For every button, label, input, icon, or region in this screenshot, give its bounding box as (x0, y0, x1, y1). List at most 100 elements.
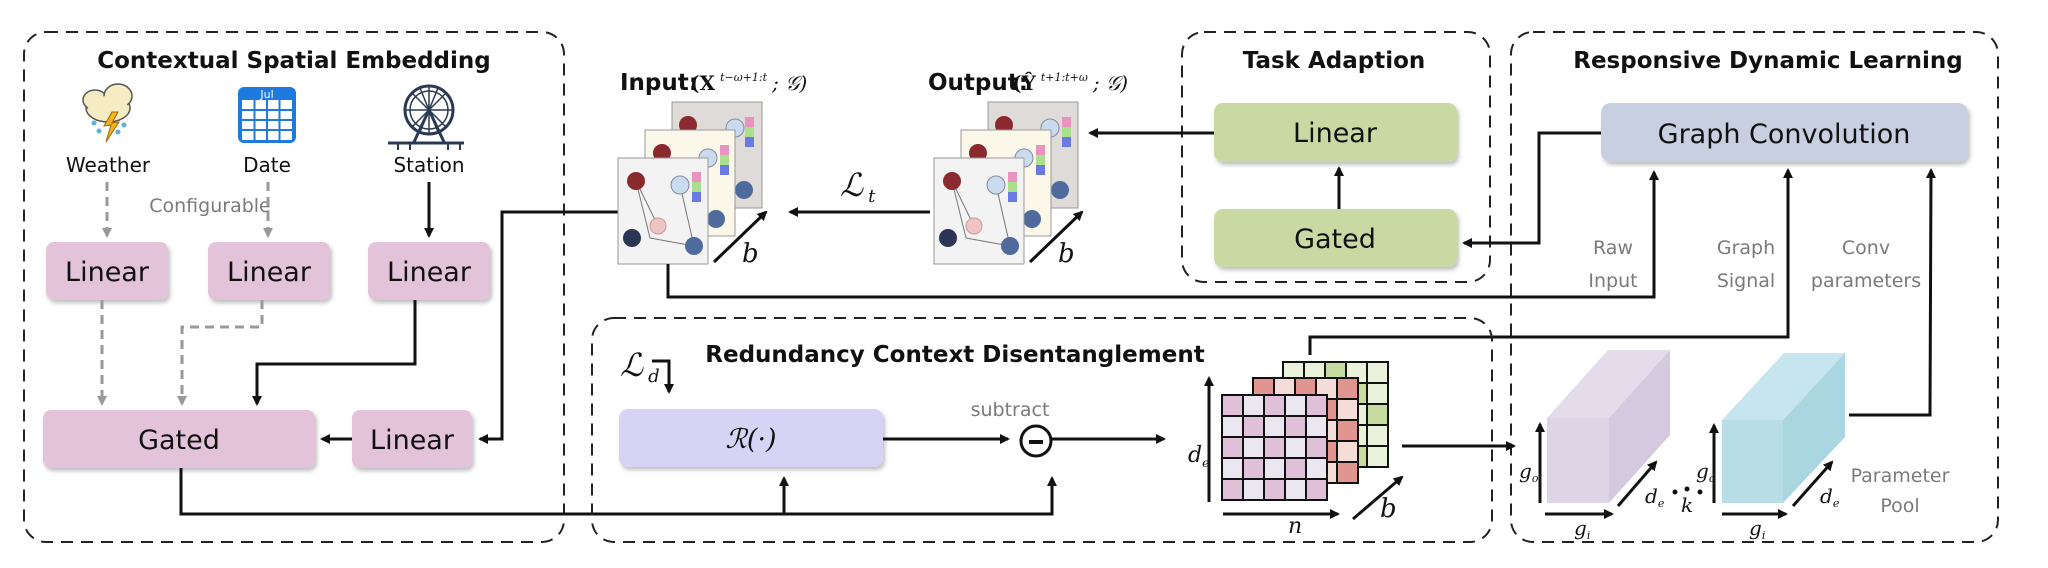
svg-text:Linear: Linear (1293, 118, 1378, 149)
gi-label-k: gi (1749, 516, 1765, 542)
matrix-cell (1366, 403, 1389, 426)
matrix-cell (1305, 394, 1328, 417)
date-label: Date (243, 153, 291, 177)
go-label-1: go (1519, 459, 1539, 485)
matrix-cell (1284, 457, 1307, 480)
raw-input-label-2: Input (1588, 270, 1637, 292)
de-label-k: de (1820, 484, 1840, 510)
matrix-cell (1336, 377, 1359, 400)
rdl-title: Responsive Dynamic Learning (1573, 48, 1963, 74)
matrix-cell (1305, 436, 1328, 459)
svg-text:Graph Convolution: Graph Convolution (1658, 119, 1911, 150)
parameter-cube-1 (1547, 350, 1670, 503)
de-label: de (1188, 443, 1209, 470)
svg-text:Linear: Linear (387, 257, 472, 288)
de-axis-arrow-k (1791, 460, 1834, 507)
cse-linear-weather-box: Linear (46, 242, 168, 300)
calendar-icon: Jul (238, 87, 296, 143)
task-adaption-module: Task Adaption Linear Gated (1181, 31, 1491, 283)
conv-parameters-arrow (1849, 168, 1936, 417)
matrix-cell (1284, 436, 1307, 459)
cse-gated-box: Gated (43, 410, 315, 468)
matrix-cell (1221, 478, 1244, 501)
weather-storm-icon (82, 83, 133, 143)
station-linear-to-gated-arrow (252, 300, 417, 406)
contextual-spatial-embedding-module: Contextual Spatial Embedding Weather (23, 31, 565, 543)
output-batch-label: b (1058, 239, 1075, 269)
svg-text:Input:: Input: (620, 70, 698, 96)
gi-label-1: gi (1574, 516, 1590, 542)
k-label: k (1681, 493, 1693, 517)
graph-signal-label-1: Graph (1717, 237, 1775, 259)
r-function-box: ℛ(·) (619, 409, 883, 467)
svg-text:Gated: Gated (1294, 224, 1376, 255)
svg-text:Linear: Linear (65, 257, 150, 288)
matrix-cell (1221, 457, 1244, 480)
input-batch-arrow (712, 210, 768, 264)
svg-text:(X t−ω+1:t ; 𝒢): (X t−ω+1:t ; 𝒢) (690, 66, 807, 95)
matrix-cell (1305, 457, 1328, 480)
input-to-cse-linear-arrow (478, 210, 618, 444)
station-label: Station (393, 153, 464, 177)
cse-linear-input-box: Linear (352, 410, 472, 468)
matrix-cell (1221, 394, 1244, 417)
matrix-cell (1284, 415, 1307, 438)
matrix-cell (1242, 478, 1265, 501)
svg-text:ℛ(·): ℛ(·) (725, 424, 776, 455)
svg-text:Linear: Linear (227, 257, 312, 288)
redundancy-context-disentanglement-module: Redundancy Context Disentanglement ℒ d ℛ… (591, 317, 1493, 543)
rcd-title: Redundancy Context Disentanglement (705, 342, 1204, 368)
output-batch-arrow (1028, 210, 1084, 264)
matrix-cell (1221, 436, 1244, 459)
matrix-cell (1366, 382, 1389, 405)
svg-text:Jul: Jul (259, 88, 273, 101)
matrix-cell (1242, 415, 1265, 438)
matrix-cell (1336, 419, 1359, 442)
matrix-cell (1242, 394, 1265, 417)
cse-linear-date-box: Linear (208, 242, 330, 300)
b-label: b (1380, 494, 1397, 524)
svg-text:Linear: Linear (370, 425, 455, 456)
task-gated-box: Gated (1214, 209, 1457, 267)
matrix-cell (1366, 445, 1389, 468)
graph-signal-arrow (1308, 168, 1793, 355)
responsive-dynamic-learning-module: Responsive Dynamic Learning Graph Convol… (1510, 31, 1999, 543)
raw-input-label-1: Raw (1593, 237, 1633, 259)
matrix-cell (1305, 415, 1328, 438)
matrix-cell (1242, 457, 1265, 480)
gated-to-subtract-arrow (179, 468, 1057, 516)
parameter-pool-label-1: Parameter (1851, 465, 1950, 487)
matrix-cell (1263, 478, 1286, 501)
cse-dashed-border (23, 31, 565, 543)
svg-text:(Ŷ t+1:t+ω ; 𝒢): (Ŷ t+1:t+ω ; 𝒢) (1012, 66, 1128, 95)
matrix-cell (1284, 394, 1307, 417)
cse-title: Contextual Spatial Embedding (97, 48, 491, 74)
b-axis-arrow (1352, 475, 1404, 521)
embedding-matrix-stack (1221, 361, 1389, 501)
matrix-cell (1263, 436, 1286, 459)
matrix-cell (1366, 424, 1389, 447)
parameter-cube-k (1722, 353, 1845, 503)
graph-convolution-box: Graph Convolution (1601, 103, 1968, 162)
input-batch-label: b (742, 239, 759, 269)
loss-d-arrow (652, 359, 674, 394)
n-label: n (1288, 514, 1302, 539)
task-linear-box: Linear (1214, 103, 1457, 162)
loss-t-label: ℒ t (840, 166, 876, 207)
raw-input-arrow (666, 170, 1659, 299)
graph-conv-to-gated-arrow (1462, 131, 1606, 248)
matrix-cell (1366, 361, 1389, 384)
conv-params-label-2: parameters (1811, 270, 1921, 292)
matrix-cell (1263, 415, 1286, 438)
matrix-cell (1263, 457, 1286, 480)
loss-d-label: ℒ d (620, 346, 660, 387)
conv-params-label-1: Conv (1842, 237, 1890, 259)
matrix-cell (1242, 436, 1265, 459)
matrix-cell (1336, 461, 1359, 484)
ferris-wheel-icon (388, 84, 464, 150)
matrix-cell (1221, 415, 1244, 438)
rdl-dashed-border (1510, 31, 1999, 543)
matrix-cell (1336, 398, 1359, 421)
cse-linear-station-box: Linear (368, 242, 490, 300)
